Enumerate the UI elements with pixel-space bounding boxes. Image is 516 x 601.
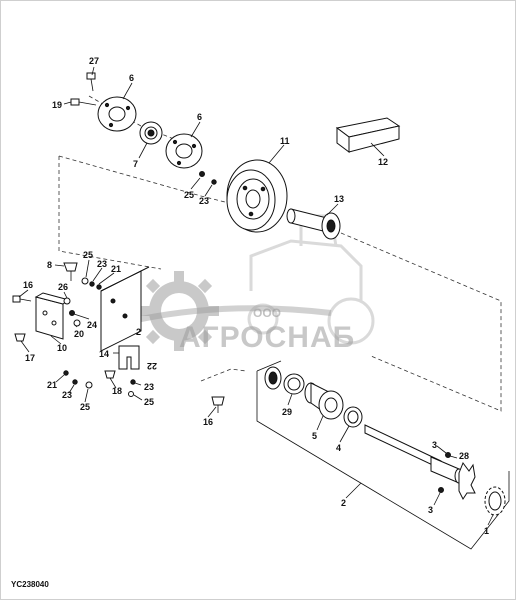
callout-2: 2 (341, 498, 346, 508)
tractor-icon (247, 214, 375, 345)
pulley-11 (226, 159, 288, 233)
callout-8: 8 (47, 260, 52, 270)
callout-23: 23 (97, 259, 107, 269)
callout-7: 7 (133, 159, 138, 169)
callout-17: 17 (25, 353, 35, 363)
callout-13: 13 (334, 194, 344, 204)
callout-11: 11 (280, 136, 290, 146)
callout-20: 20 (74, 329, 84, 339)
bearing-housing-5 (304, 382, 344, 420)
seal-4 (343, 406, 363, 428)
leader-lines (18, 66, 494, 526)
callout-25: 25 (184, 190, 194, 200)
bolt-19 (70, 98, 97, 106)
callout-24: 24 (87, 320, 97, 330)
callout-26: 26 (58, 282, 68, 292)
shaft-assembly-2-box (256, 360, 510, 550)
callout-23: 23 (199, 196, 209, 206)
washers-26-24-20 (63, 297, 81, 327)
callout-25: 25 (80, 402, 90, 412)
bolt-27 (86, 72, 96, 92)
nuts-25-23-21-mid (81, 277, 102, 290)
callout-19: 19 (52, 100, 62, 110)
flange-6-left (97, 96, 137, 132)
screws-3-28 (438, 452, 451, 493)
callout-29: 29 (282, 407, 292, 417)
sprocket-hub (458, 461, 476, 500)
callout-14: 14 (99, 349, 109, 359)
shaft-hub-13 (286, 208, 341, 240)
watermark-company-small: ООО (253, 306, 281, 320)
gear-icon (139, 271, 219, 351)
bolt-16-left (12, 295, 32, 303)
callout-28: 28 (459, 451, 469, 461)
callout-5: 5 (312, 431, 317, 441)
callout-6: 6 (129, 73, 134, 83)
ring-29 (264, 366, 305, 395)
bolt-16-lower (211, 396, 225, 413)
callout-16: 16 (23, 280, 33, 290)
callout-2: 2 (136, 327, 141, 337)
bolt-17 (14, 333, 26, 342)
key-12 (335, 117, 401, 153)
callout-3: 3 (432, 440, 437, 450)
callout-labels: 27 6 19 7 6 11 12 25 23 13 8 25 23 21 16… (23, 56, 489, 536)
nut-washer-25-23-top (199, 171, 217, 185)
callout-25: 25 (144, 397, 154, 407)
bracket-14 (118, 345, 140, 370)
callout-6: 6 (197, 112, 202, 122)
bracket-10 (34, 292, 71, 340)
sprocket-1 (484, 486, 506, 516)
callout-21: 21 (111, 264, 121, 274)
agrosnab-watermark-logo: ООО АГРОСНАБ (139, 214, 375, 354)
callout-23: 23 (62, 390, 72, 400)
callout-4: 4 (336, 443, 341, 453)
callout-22: 22 (147, 361, 157, 371)
callout-23: 23 (144, 382, 154, 392)
callout-18: 18 (112, 386, 122, 396)
flange-6-right (165, 133, 203, 169)
callout-1: 1 (484, 526, 489, 536)
callout-21: 21 (47, 380, 57, 390)
shaft-2 (364, 424, 464, 484)
callout-25: 25 (83, 250, 93, 260)
bearing-7 (139, 121, 163, 145)
watermark-company-name: АГРОСНАБ (179, 321, 355, 354)
callout-16: 16 (203, 417, 213, 427)
diagram-code: YC238040 (11, 580, 49, 589)
callout-27: 27 (89, 56, 99, 66)
callout-10: 10 (57, 343, 67, 353)
frame-plate-2 (100, 266, 150, 352)
fasteners-lower-left (63, 370, 136, 397)
pin-8 (63, 262, 78, 281)
callout-3: 3 (428, 505, 433, 515)
callout-12: 12 (378, 157, 388, 167)
